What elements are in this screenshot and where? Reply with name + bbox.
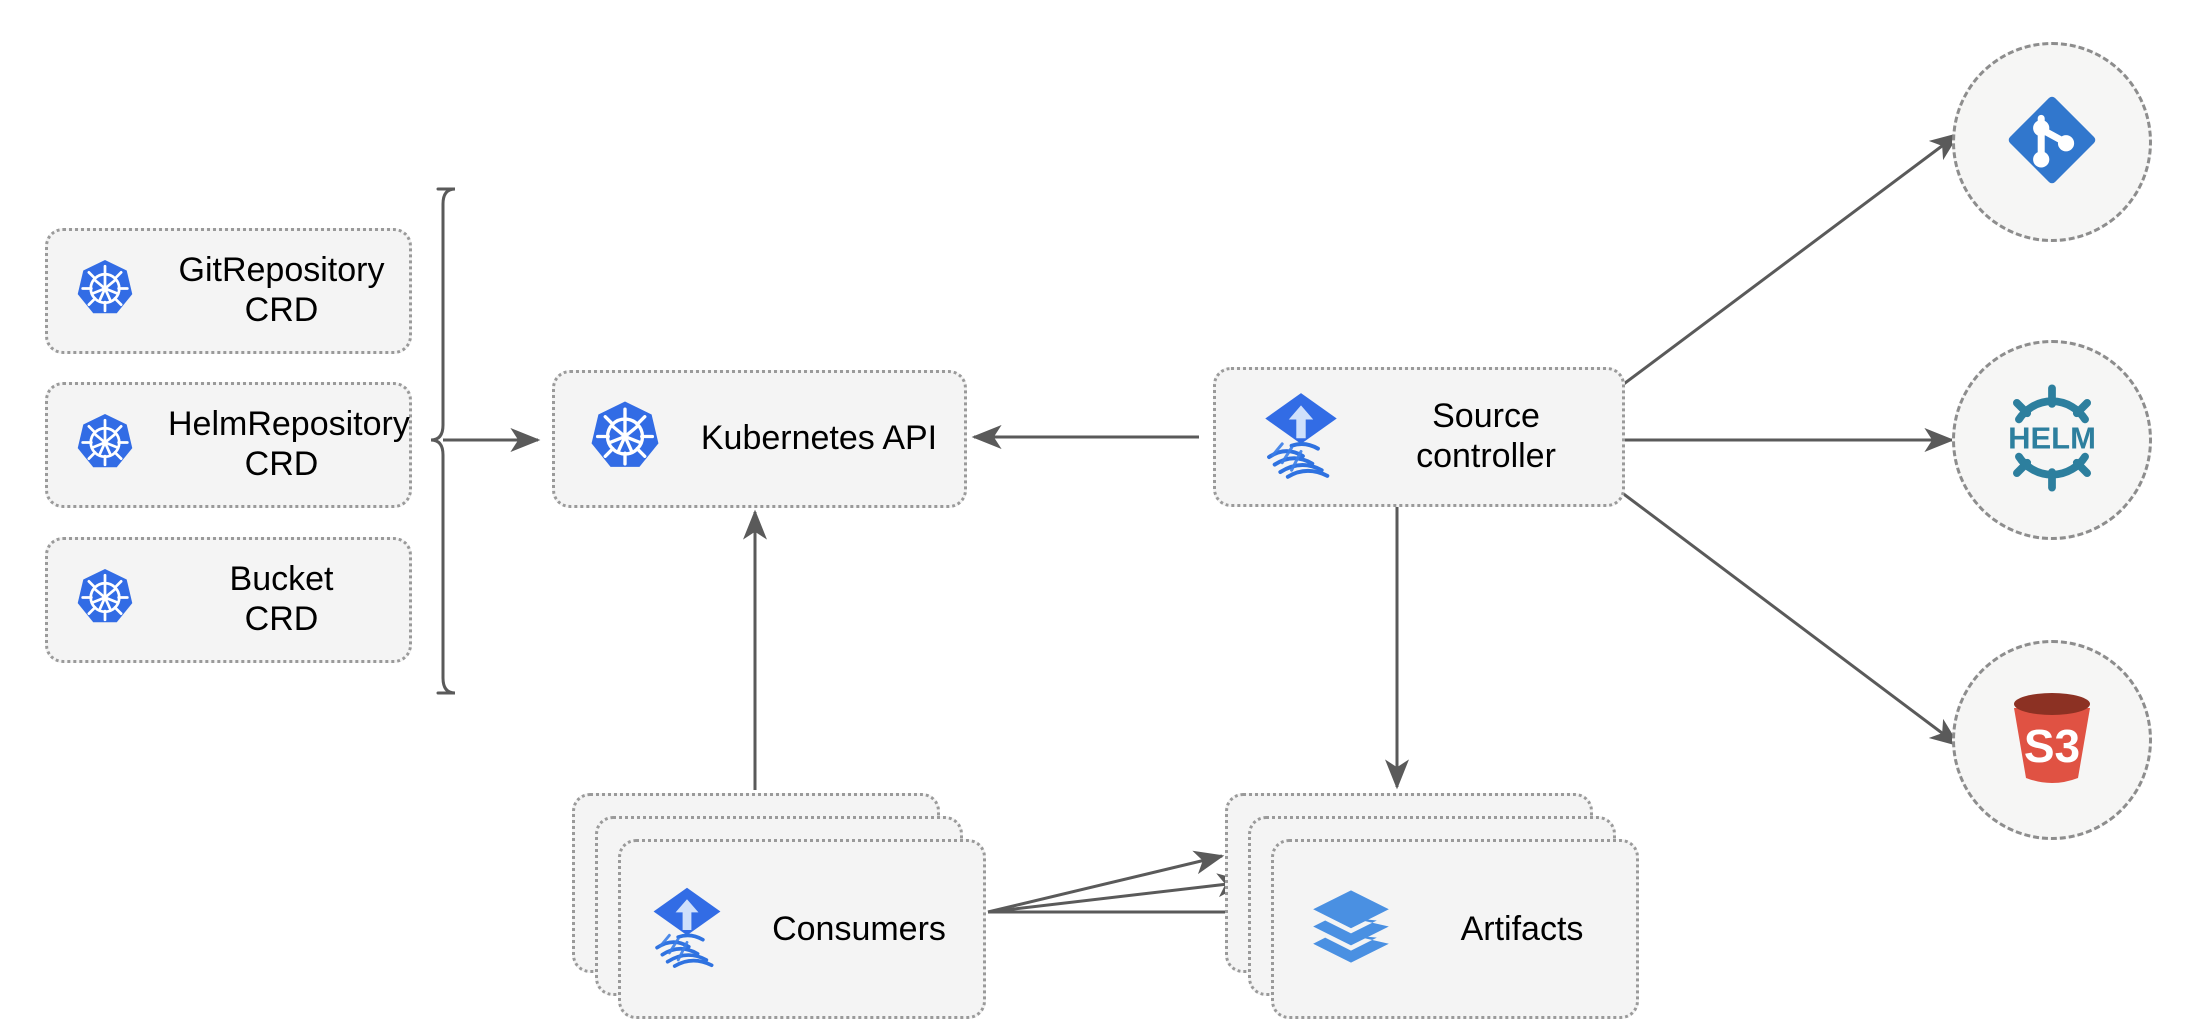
artifacts-sheet-front[interactable]: Artifacts: [1271, 839, 1639, 1019]
crd-card-bucket[interactable]: Bucket CRD: [45, 537, 412, 663]
crd-label: Bucket CRD: [229, 560, 334, 638]
edge-source-to-s3: [1608, 481, 1960, 747]
flux-icon: [643, 883, 731, 976]
s3-icon: S3: [1992, 678, 2112, 803]
endpoint-helm[interactable]: HELM: [1952, 340, 2152, 540]
node-label: Kubernetes API: [700, 419, 938, 458]
git-icon: [1998, 86, 2106, 199]
edge-source-to-git: [1608, 132, 1960, 397]
consumers-sheet-front[interactable]: Consumers: [618, 839, 986, 1019]
edge-consumers-to-artifacts-1: [987, 850, 1225, 914]
node-label: Source controller: [1416, 397, 1556, 475]
edge-consumers-to-artifacts-2: [987, 873, 1248, 914]
node-artifacts[interactable]: Artifacts: [1225, 793, 1665, 1030]
node-label: Consumers: [772, 909, 946, 948]
s3-label: S3: [2024, 720, 2080, 772]
layers-icon: [1308, 884, 1394, 975]
crd-card-gitrepository[interactable]: GitRepository CRD: [45, 228, 412, 354]
kubernetes-icon: [74, 412, 136, 479]
kubernetes-icon: [74, 567, 136, 634]
flux-icon: [1254, 388, 1348, 487]
crd-card-helmrepository[interactable]: HelmRepository CRD: [45, 382, 412, 508]
crd-label: HelmRepository CRD: [168, 405, 410, 483]
kubernetes-icon: [74, 258, 136, 325]
kubernetes-icon: [587, 399, 663, 480]
node-kubernetes-api[interactable]: Kubernetes API: [552, 370, 967, 508]
node-source-controller[interactable]: Source controller: [1213, 367, 1625, 507]
endpoint-s3[interactable]: S3: [1952, 640, 2152, 840]
endpoint-git[interactable]: [1952, 42, 2152, 242]
crd-label: GitRepository CRD: [178, 251, 385, 329]
node-consumers[interactable]: Consumers: [572, 793, 1012, 1030]
crd-group-bracket: [430, 187, 456, 695]
helm-icon: HELM: [1990, 376, 2114, 505]
node-label: Artifacts: [1460, 909, 1584, 948]
helm-label: HELM: [2008, 420, 2096, 455]
